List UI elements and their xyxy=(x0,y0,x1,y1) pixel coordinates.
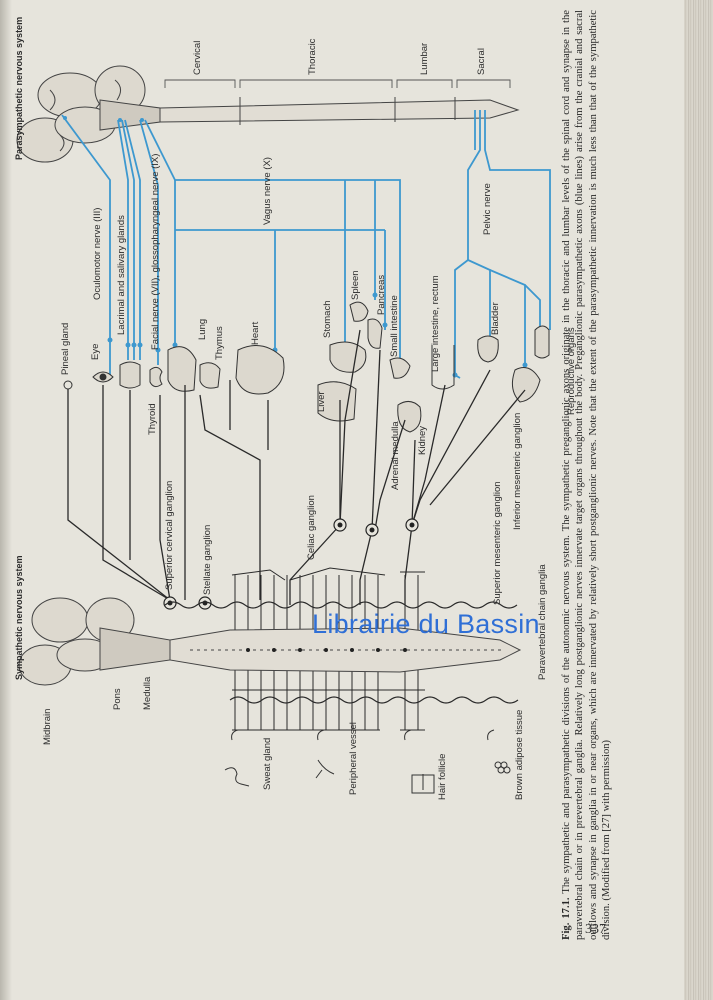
label-liver: Liver xyxy=(316,391,327,412)
lung-shape xyxy=(167,346,197,392)
label-small-intestine: Small intestine xyxy=(389,295,400,357)
page-number: 337 xyxy=(585,922,606,937)
page-edges xyxy=(684,0,713,1000)
label-superior-cervical-ganglion: Superior cervical ganglion xyxy=(164,481,175,590)
stomach-shape xyxy=(329,341,367,373)
label-oculomotor-nerve: Oculomotor nerve (III) xyxy=(92,208,103,300)
label-large-intestine: Large intestine, rectum xyxy=(430,275,441,372)
sympathetic-title: Sympathetic nervous system xyxy=(14,555,24,680)
caption-label: Fig. 17.1. xyxy=(561,897,572,940)
figure-caption: Fig. 17.1. The sympathetic and parasympa… xyxy=(560,10,660,940)
page-gutter-shadow xyxy=(0,0,12,1000)
label-heart: Heart xyxy=(250,321,261,345)
label-pancreas: Pancreas xyxy=(376,275,387,315)
label-adrenal-medulla: Adrenal medulla xyxy=(390,421,401,490)
organ-drawings xyxy=(63,301,550,433)
sympathetic-brain-drawing xyxy=(18,597,171,686)
label-stellate-ganglion: Stellate ganglion xyxy=(202,525,213,595)
large-intestine-shape xyxy=(431,345,455,390)
thymus-shape xyxy=(199,362,221,389)
sweat-gland-shape xyxy=(224,767,250,787)
bladder-shape xyxy=(477,335,499,363)
label-spleen: Spleen xyxy=(350,270,361,300)
brown-adipose-shape xyxy=(494,761,511,774)
label-bladder: Bladder xyxy=(490,302,501,335)
sympathetic-spinal-cord xyxy=(169,627,522,673)
caption-text: The sympathetic and parasympathetic divi… xyxy=(561,9,613,940)
label-kidney: Kidney xyxy=(417,426,428,455)
peripheral-vessel-shape xyxy=(315,759,335,779)
label-midbrain: Midbrain xyxy=(42,709,53,745)
parasympathetic-ganglia-dots xyxy=(63,116,543,378)
skin-target-drawings xyxy=(224,729,511,794)
pancreas-shape xyxy=(367,318,383,349)
pineal-gland-shape xyxy=(63,380,73,390)
region-label-cervical: Cervical xyxy=(192,41,203,75)
label-inferior-mesenteric-ganglion: Inferior mesenteric ganglion xyxy=(512,413,523,530)
label-thymus: Thymus xyxy=(214,326,225,360)
parasympathetic-brain-drawing xyxy=(16,65,161,163)
label-pineal-gland: Pineal gland xyxy=(60,323,71,375)
autonomic-nervous-system-diagram: Cervical Thoracic Lumbar Sacral Parasymp… xyxy=(14,17,577,800)
reproductive-organs-shape xyxy=(511,367,541,403)
label-pons: Pons xyxy=(112,688,123,710)
sympathetic-axons xyxy=(67,329,526,605)
parasympathetic-axons xyxy=(61,110,551,380)
paravertebral-chain xyxy=(164,601,519,704)
label-celiac-ganglion: Celiac ganglion xyxy=(306,495,317,560)
label-vagus-nerve: Vagus nerve (X) xyxy=(262,157,273,225)
watermark-text: Librairie du Bassin xyxy=(312,609,540,639)
label-hair-follicle: Hair follicle xyxy=(437,754,448,800)
label-brown-adipose-tissue: Brown adipose tissue xyxy=(514,710,525,800)
label-thyroid: Thyroid xyxy=(147,403,158,435)
thyroid-shape xyxy=(149,366,163,388)
heart-shape xyxy=(235,345,285,395)
label-stomach: Stomach xyxy=(322,301,333,339)
parasympathetic-spinal-cord xyxy=(159,97,520,125)
label-facial-glossopharyngeal: Facial nerve (VII), glossopharyngeal ner… xyxy=(150,154,161,350)
parasympathetic-title: Parasympathetic nervous system xyxy=(14,17,24,160)
label-superior-mesenteric-ganglion: Superior mesenteric ganglion xyxy=(492,481,503,605)
spleen-shape xyxy=(349,301,369,322)
label-reproductive-organs: Reproductive organs xyxy=(566,327,577,415)
label-paravertebral-chain: Paravertebral chain ganglia xyxy=(537,564,548,680)
label-superior-mesenteric-ganglion-text: Superior mesenteric ganglion xyxy=(492,481,503,605)
label-sweat-gland: Sweat gland xyxy=(262,738,273,790)
gland-shape xyxy=(119,361,141,389)
label-pelvic-nerve: Pelvic nerve xyxy=(482,183,493,235)
label-lacrimal-salivary: Lacrimal and salivary glands xyxy=(116,215,127,335)
region-label-lumbar: Lumbar xyxy=(419,43,430,75)
label-medulla: Medulla xyxy=(142,676,153,710)
region-label-thoracic: Thoracic xyxy=(307,38,318,75)
small-intestine-shape xyxy=(389,357,411,379)
region-label-sacral: Sacral xyxy=(476,48,487,75)
label-peripheral-vessel: Peripheral vessel xyxy=(348,722,359,795)
spinal-region-brackets xyxy=(164,79,511,88)
book-page: Cervical Thoracic Lumbar Sacral Parasymp… xyxy=(0,0,684,1000)
label-lung: Lung xyxy=(197,319,208,340)
label-eye: Eye xyxy=(90,344,101,360)
